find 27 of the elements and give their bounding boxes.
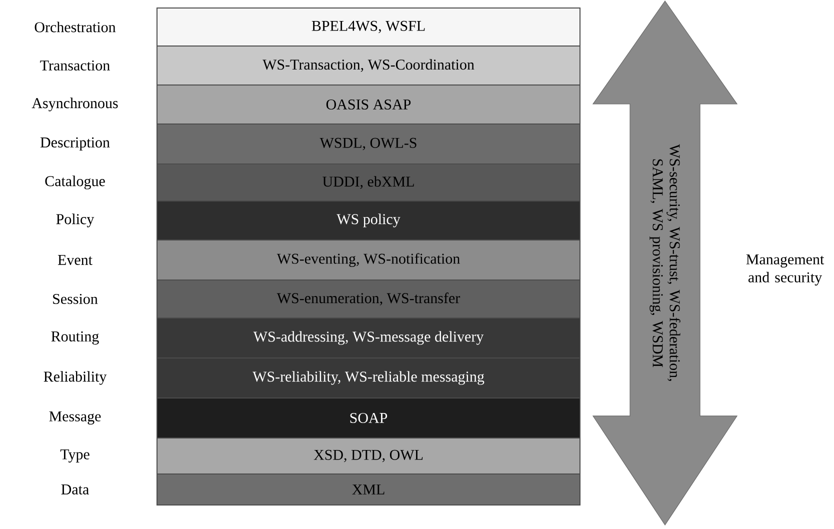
layer-name: Data — [61, 484, 89, 494]
layer-name: Message — [49, 411, 101, 424]
layer-band: WS-addressing, WS-message delivery — [156, 317, 580, 358]
layer-band: WSDL, OWL-S — [156, 124, 580, 164]
layer-name: Description — [40, 137, 110, 151]
layer-band: WS-enumeration, WS-transfer — [156, 279, 580, 318]
layer-band: UDDI, ebXML — [156, 164, 580, 202]
layer-name: Type — [60, 449, 90, 462]
layer-band: XSD, DTD, OWL — [156, 437, 580, 474]
layer-band: BPEL4WS, WSFL — [156, 8, 580, 46]
layer-name: Event — [58, 255, 92, 265]
layer-name: Asynchronous — [32, 98, 118, 112]
layer-band: WS-Transaction, WS-Coordination — [156, 45, 580, 86]
layer-name: Catalogue — [45, 176, 105, 190]
layer-band: XML — [156, 473, 580, 506]
layer-band: SOAP — [156, 397, 580, 438]
layer-name: Session — [53, 294, 98, 304]
layer-band: OASIS ASAP — [156, 84, 580, 124]
layer-name: Transaction — [40, 60, 110, 71]
layer-band: WS-reliability, WS-reliable messaging — [156, 357, 580, 398]
arrow-caption: Management and security — [746, 254, 824, 286]
layer-name: Orchestration — [34, 22, 116, 32]
layer-name: Routing — [51, 331, 99, 345]
layer-band: WS policy — [156, 200, 580, 240]
layer-band: WS-eventing, WS-notification — [156, 240, 580, 280]
layer-name: Reliability — [44, 371, 107, 385]
layer-name: Policy — [56, 214, 94, 228]
